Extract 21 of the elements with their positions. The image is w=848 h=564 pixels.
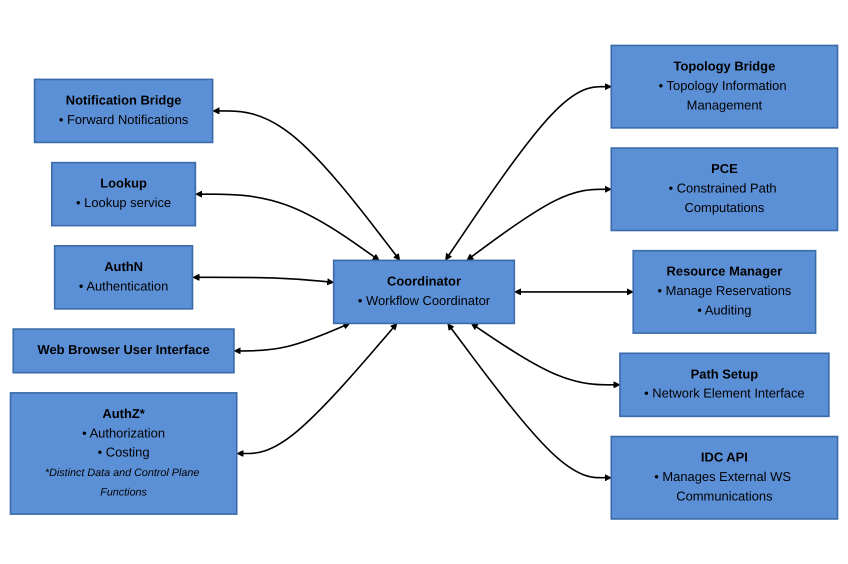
node-box: Path Setup • Network Element Interface: [619, 352, 830, 417]
arrow: [195, 190, 380, 260]
node-box: Topology Bridge • Topology Information Management: [610, 44, 838, 128]
arrow: [192, 274, 334, 286]
arrow: [471, 323, 620, 388]
node-box: Lookup • Lookup service: [51, 162, 196, 226]
node-box: AuthN • Authentication: [54, 244, 194, 310]
arrow: [445, 82, 612, 260]
arrow: [212, 107, 400, 260]
node-box: Notification Bridge • Forward Notifications: [34, 78, 214, 144]
arrow: [236, 322, 398, 457]
arrow: [447, 323, 612, 482]
arrow: [514, 288, 634, 296]
arrow: [234, 322, 350, 354]
node-box: PCE • Constrained Path Computations: [610, 147, 838, 232]
node-box: Coordinator • Workflow Coordinator: [332, 259, 516, 324]
node-box: Web Browser User Interface: [12, 328, 235, 374]
node-box: IDC API • Manages External WS Communications: [610, 436, 838, 520]
arrow: [466, 186, 612, 260]
node-box: Resource Manager • Manage Reservations • Auditing: [632, 250, 816, 334]
node-box: AuthZ* • Authorization • Costing *Distinct Data and Control Plane Functions: [10, 392, 238, 515]
